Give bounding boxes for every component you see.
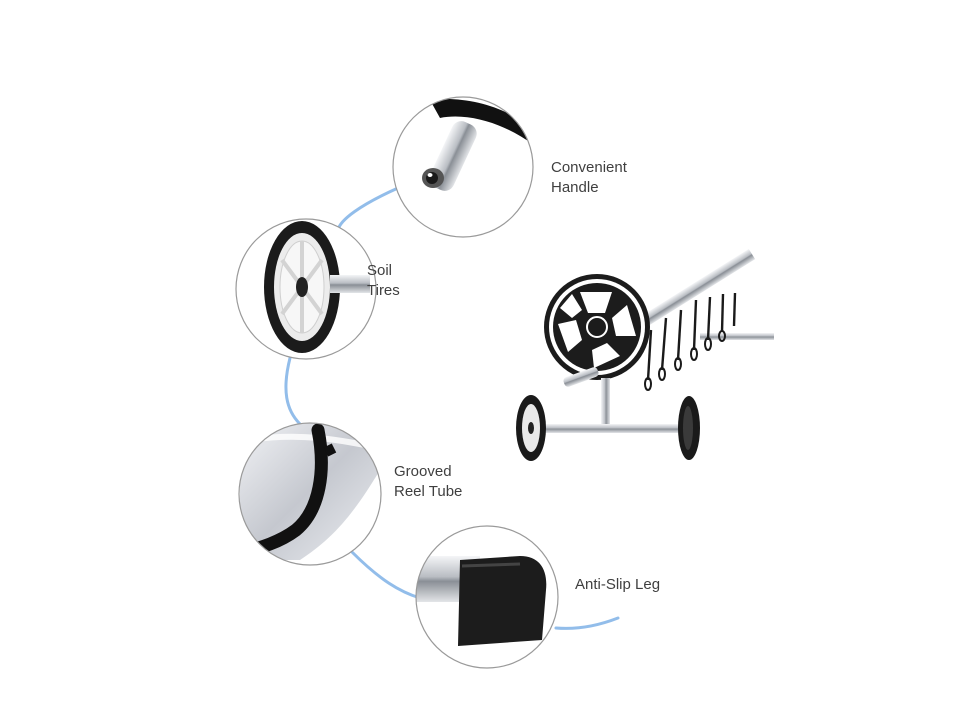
label-line: Convenient bbox=[551, 159, 627, 176]
pool-cover-reel bbox=[516, 248, 774, 461]
tube-detail-circle bbox=[238, 422, 382, 566]
label-anti-slip-leg: Anti-Slip Leg bbox=[575, 575, 660, 595]
label-grooved-reel-tube: Grooved Reel Tube bbox=[394, 462, 462, 502]
handle-detail-circle bbox=[392, 96, 534, 238]
connector-arc bbox=[284, 186, 620, 630]
label-line: Tires bbox=[367, 282, 400, 299]
label-line: Grooved bbox=[394, 463, 452, 480]
label-line: Soil bbox=[367, 262, 393, 279]
label-line: Reel Tube bbox=[394, 483, 463, 500]
tires-detail-circle bbox=[235, 218, 377, 360]
left-wheel bbox=[516, 395, 546, 461]
label-line: Anti-Slip Leg bbox=[575, 576, 661, 593]
label-convenient-handle: Convenient Handle bbox=[551, 158, 627, 198]
label-line: Handle bbox=[551, 179, 599, 196]
label-soil-tires: Soil Tires bbox=[367, 261, 400, 301]
right-wheel bbox=[678, 396, 700, 460]
leg-detail-circle bbox=[415, 525, 559, 669]
